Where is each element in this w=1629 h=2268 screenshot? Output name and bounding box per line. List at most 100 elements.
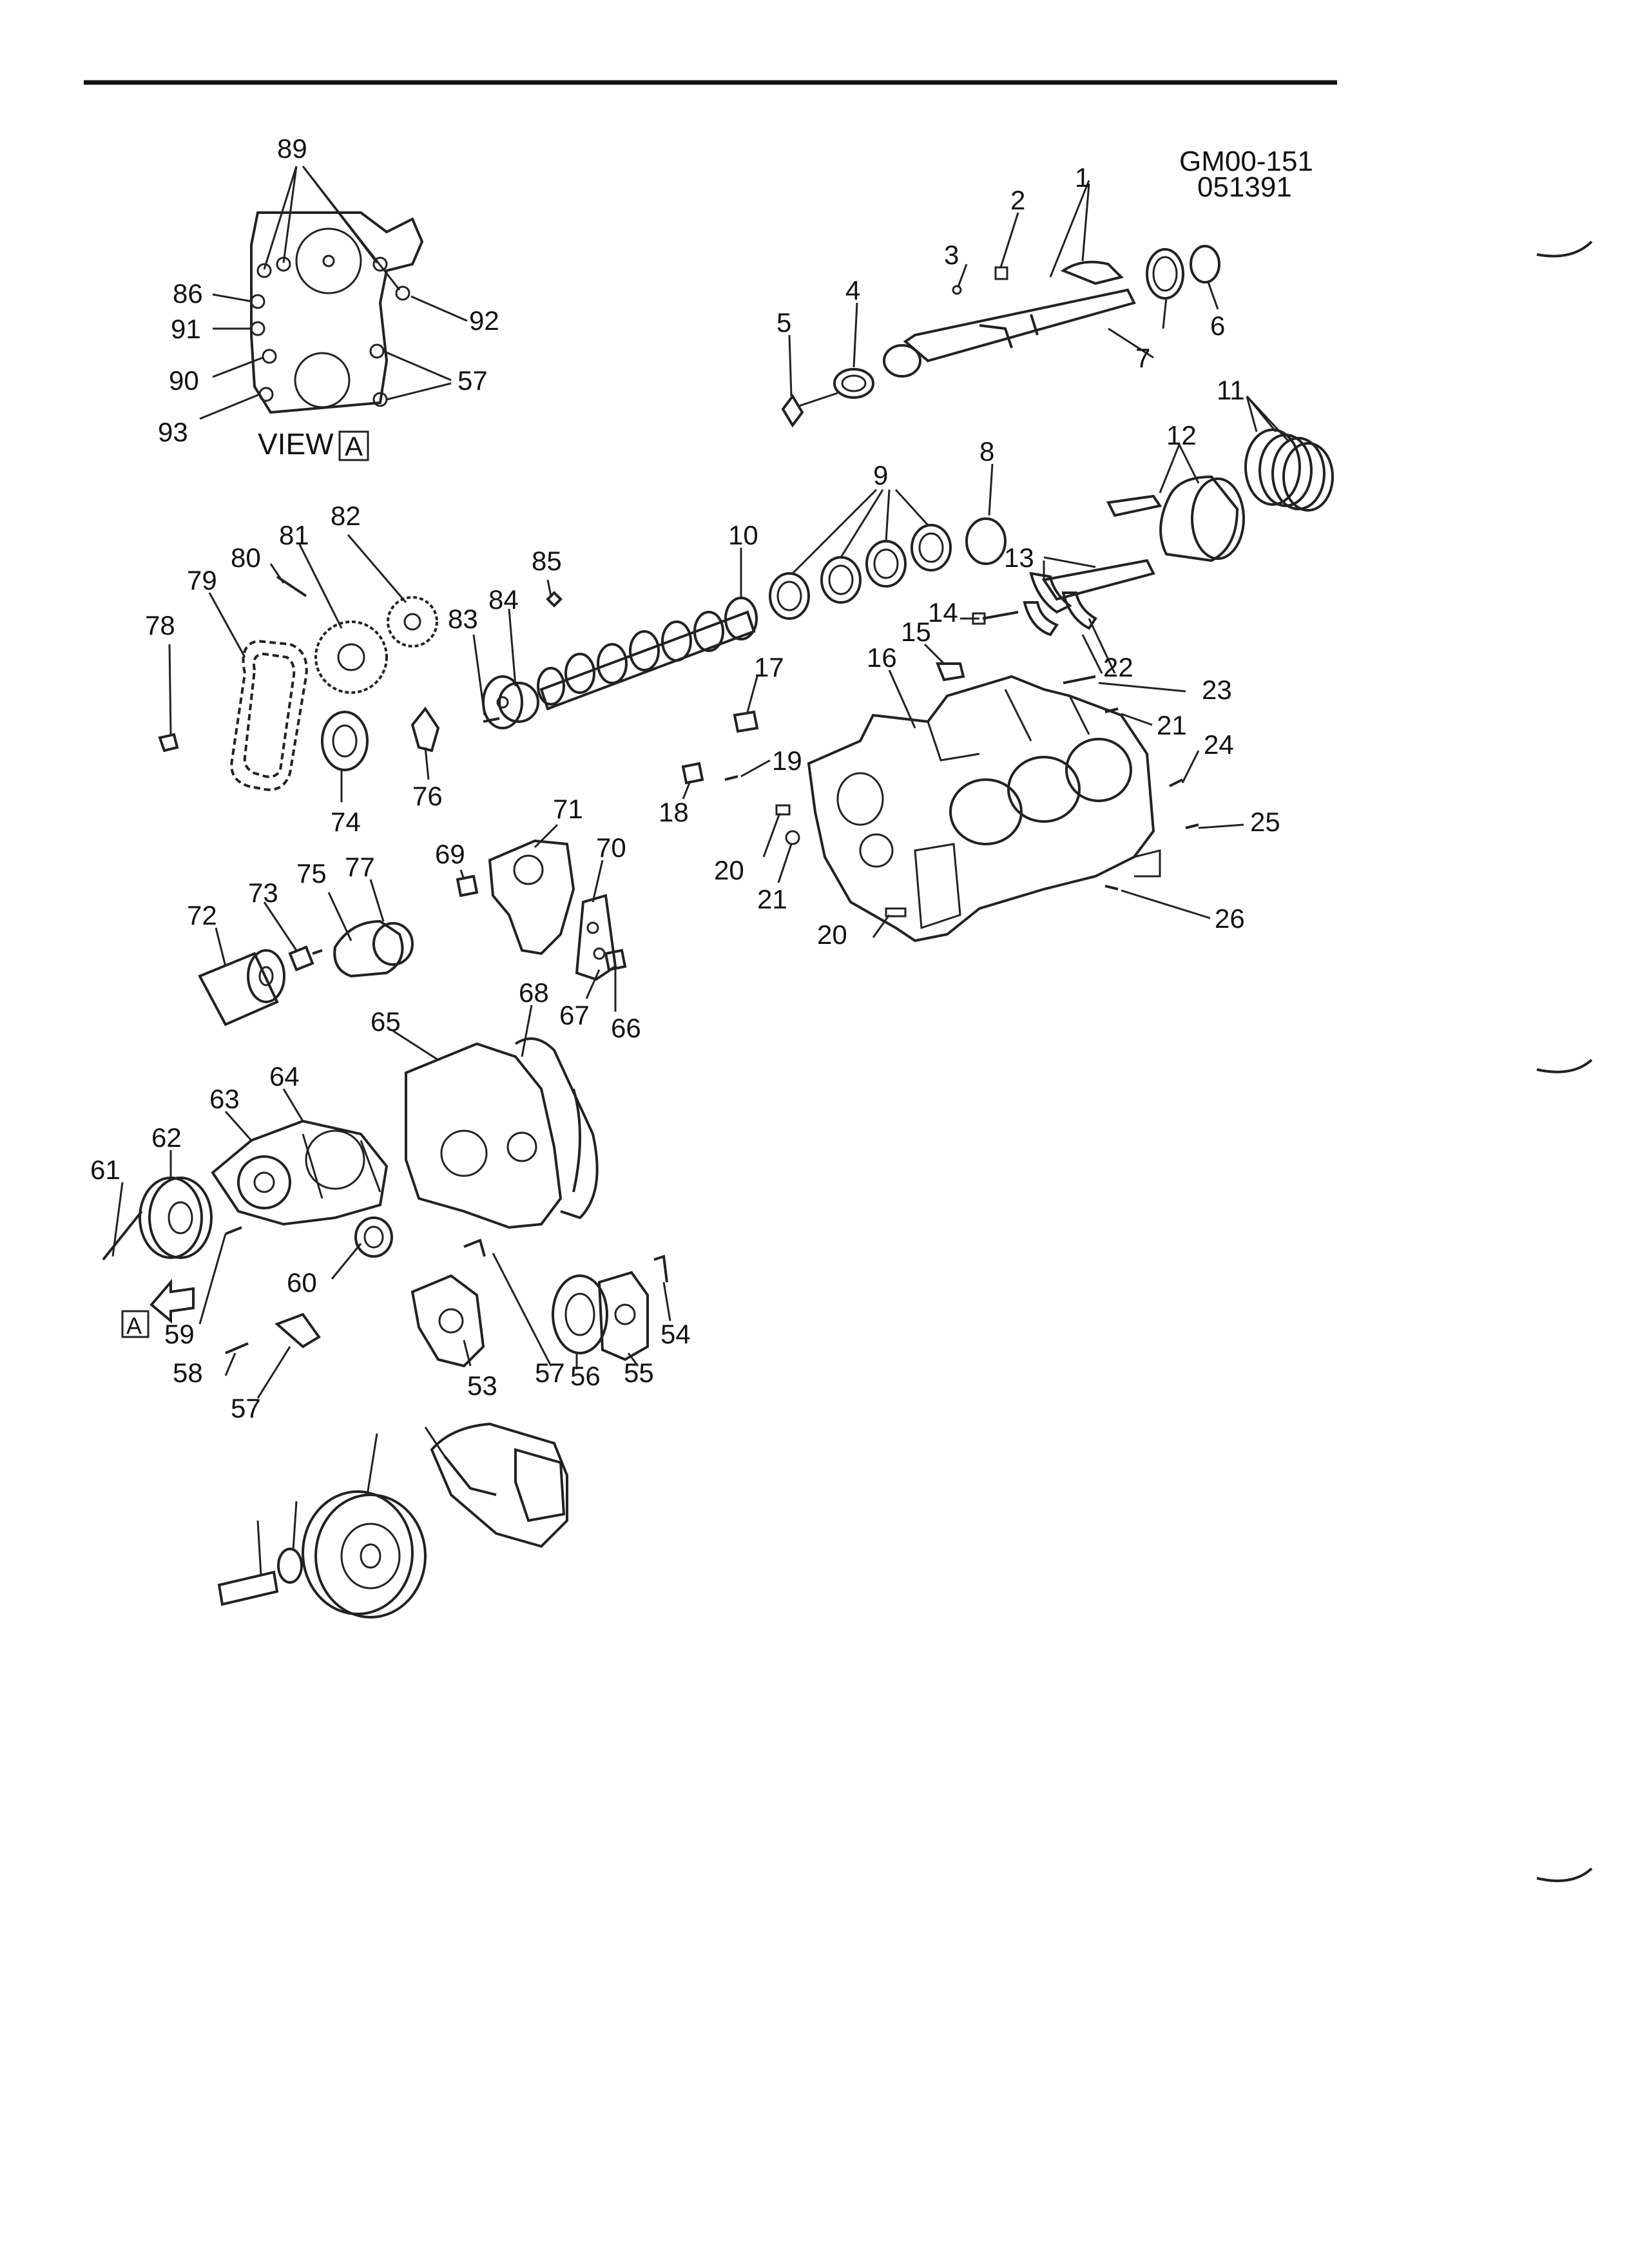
callout-86: 80 — [231, 543, 261, 573]
callout-10: 10 — [728, 520, 758, 550]
edge-mark — [1536, 240, 1593, 258]
camshaft — [482, 597, 758, 729]
callout-69: 63 — [209, 1084, 240, 1114]
callout-21: 21 — [1157, 710, 1187, 740]
callout-67: 61 — [90, 1155, 120, 1185]
callout-6: 6 — [1210, 311, 1225, 341]
callout-89: 83 — [448, 604, 478, 634]
callout-71: 65 — [371, 1006, 401, 1037]
callout-81: 75 — [296, 858, 327, 889]
callout-20: 20 — [817, 919, 847, 950]
edge-mark — [1536, 1867, 1593, 1883]
callout-14: 14 — [928, 597, 958, 628]
arrow-letter: A — [126, 1312, 142, 1339]
water-pump — [211, 1119, 389, 1226]
oil-pump-housing — [456, 839, 627, 981]
arrow-letter-box — [121, 1310, 149, 1338]
callout-55: 55 — [624, 1358, 654, 1388]
callout-96: 90 — [169, 365, 199, 396]
callout-58: 53 — [467, 1370, 497, 1401]
callout-24: 24 — [1204, 729, 1234, 760]
callout-72: 66 — [611, 1013, 641, 1043]
callout-78: 72 — [187, 900, 217, 930]
callout-95: 89 — [277, 133, 307, 164]
callout-99: 93 — [158, 417, 188, 447]
engine-block — [807, 675, 1161, 943]
bolt-65 — [225, 1226, 242, 1235]
callout-77: 71 — [553, 794, 583, 824]
callout-12: 12 — [1166, 420, 1197, 450]
bolt-67 — [102, 1210, 143, 1261]
callout-23: 23 — [1202, 675, 1232, 705]
callout-64: 58 — [173, 1358, 203, 1388]
callout-66: 60 — [287, 1267, 317, 1298]
callout-84: 78 — [145, 610, 175, 640]
callout-56: 56 — [570, 1361, 601, 1391]
cam-bearings — [769, 524, 952, 620]
edge-mark — [1536, 1059, 1593, 1073]
callout-76: 70 — [596, 832, 626, 863]
pump-pulley — [139, 1177, 213, 1259]
header-code: GM00-151 — [1179, 146, 1313, 177]
callout-17: 17 — [754, 652, 784, 682]
front-seal — [354, 1216, 393, 1258]
callout-87: 81 — [279, 520, 309, 550]
callout-73: 67 — [559, 1000, 590, 1030]
callout-15: 15 — [901, 617, 931, 647]
callout-75: 69 — [435, 839, 465, 869]
callout-80: 74 — [331, 807, 361, 837]
callout-88: 82 — [331, 501, 361, 531]
view-a-arrow — [149, 1278, 195, 1324]
callout-70: 64 — [269, 1061, 300, 1091]
callout-16: 16 — [867, 642, 897, 673]
callout-79: 73 — [248, 878, 278, 908]
callout-2: 2 — [1010, 185, 1025, 215]
callout-82: 76 — [412, 781, 443, 811]
crank-sprocket — [321, 711, 369, 771]
callout-26: 26 — [1215, 903, 1245, 934]
timing-chain — [230, 639, 308, 791]
callout-5: 5 — [776, 307, 791, 338]
piston-assembly — [965, 428, 1334, 637]
callout-22: 22 — [1103, 652, 1133, 682]
callout-25: 25 — [1250, 807, 1280, 837]
callout-9: 9 — [873, 460, 888, 490]
callout-21: 21 — [757, 884, 787, 914]
callout-90: 84 — [488, 584, 519, 615]
callout-20: 20 — [714, 855, 744, 885]
callout-18: 18 — [659, 797, 689, 827]
balance-shaft — [781, 245, 1220, 428]
callout-57: 57 — [458, 365, 488, 396]
callout-19: 19 — [772, 745, 802, 776]
callout-8: 8 — [979, 436, 994, 466]
callout-65: 59 — [164, 1319, 195, 1349]
callout-11: 11 — [1217, 375, 1245, 405]
callout-13: 13 — [1004, 543, 1034, 573]
callout-7: 7 — [1135, 343, 1150, 373]
callout-3: 3 — [944, 240, 959, 270]
callout-92: 86 — [173, 278, 203, 309]
callout-74: 68 — [519, 977, 549, 1008]
front-cover-assembly — [405, 1037, 599, 1229]
callout-63: 57 — [231, 1393, 261, 1423]
callout-98: 92 — [469, 305, 499, 336]
filter-adapter — [333, 919, 414, 978]
callout-54: 54 — [660, 1319, 691, 1349]
view-letter-box — [338, 430, 369, 461]
callout-57: 57 — [535, 1358, 565, 1388]
callout-85: 79 — [187, 565, 217, 595]
crank-balancer — [217, 1422, 568, 1619]
callout-83: 77 — [345, 852, 375, 882]
view-a-front-cover — [250, 211, 424, 414]
callout-68: 62 — [151, 1122, 182, 1153]
thrust-plate — [158, 575, 563, 753]
oil-pressure-switch — [288, 945, 323, 972]
callout-1: 1 — [1075, 162, 1090, 193]
header-date-code: 051391 — [1197, 171, 1292, 203]
balance-gear — [387, 596, 438, 648]
callout-4: 4 — [845, 275, 860, 305]
callout-91: 85 — [532, 546, 562, 576]
cam-sprocket — [314, 620, 388, 694]
crank-seal-parts — [225, 1238, 668, 1368]
